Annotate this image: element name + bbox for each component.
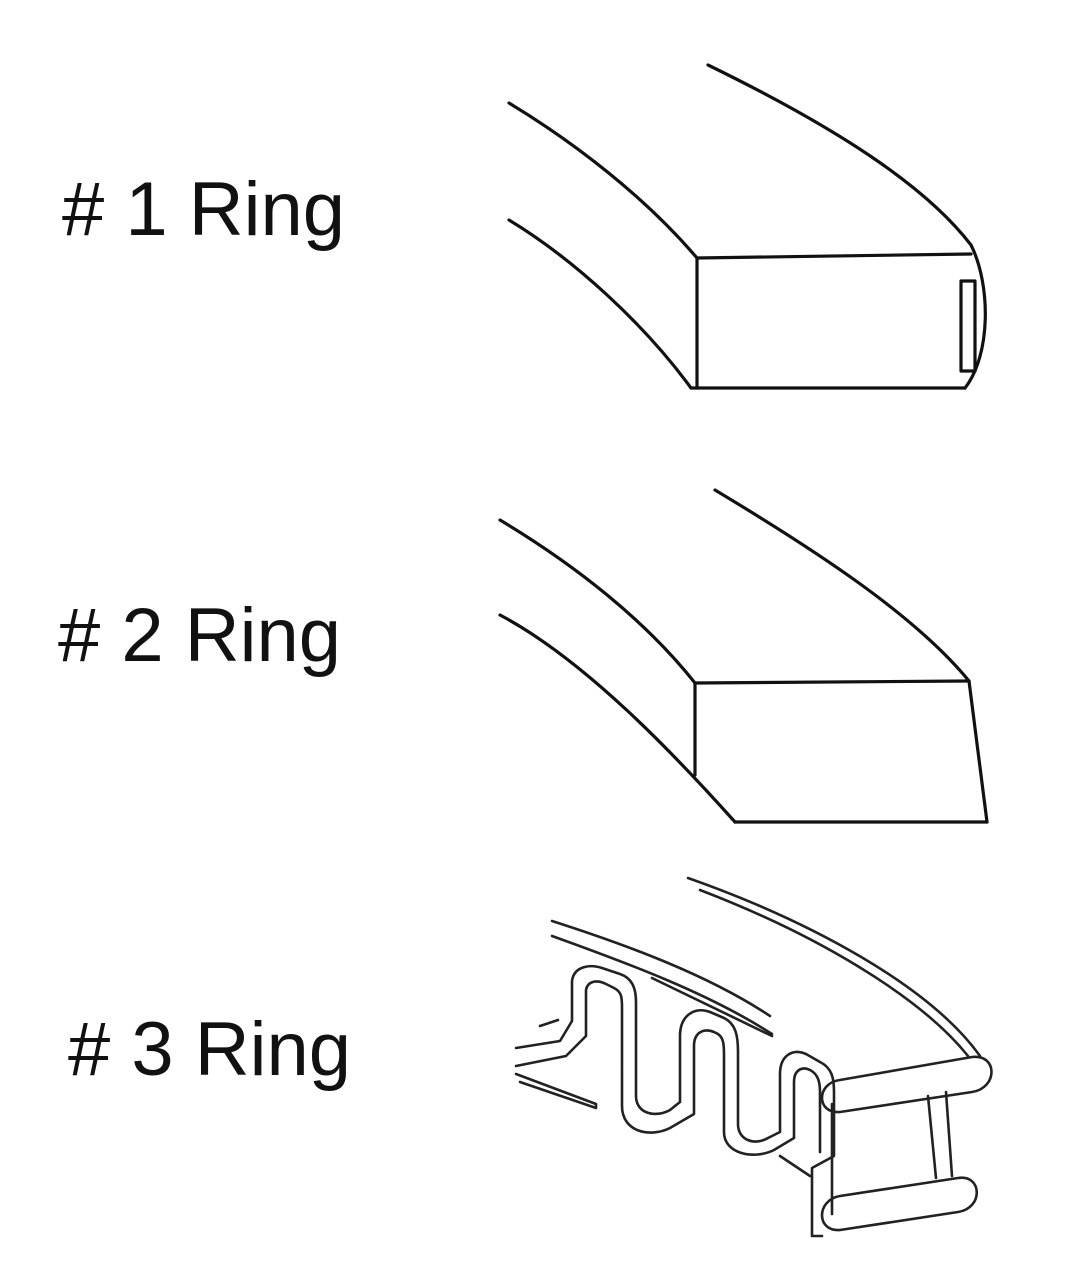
oil-control-ring-expander-icon [510, 856, 1040, 1280]
ring-3-label: # 3 Ring [68, 1007, 352, 1092]
ring-1-label: # 1 Ring [62, 167, 346, 252]
compression-ring-barrel-face-icon [505, 55, 995, 400]
compression-ring-taper-face-icon [495, 455, 1000, 855]
ring-2-label: # 2 Ring [58, 593, 342, 678]
